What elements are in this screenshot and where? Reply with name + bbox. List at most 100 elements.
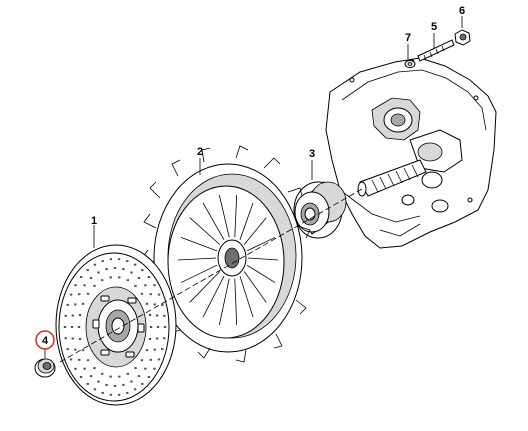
stud-bolt-icon bbox=[417, 39, 455, 62]
facing-rivet bbox=[161, 348, 164, 351]
facing-rivet bbox=[153, 367, 156, 370]
diaphragm-finger bbox=[177, 257, 217, 261]
facing-rivet bbox=[126, 260, 129, 263]
facing-rivet bbox=[78, 293, 81, 296]
facing-rivet bbox=[156, 337, 159, 340]
facing-rivet bbox=[93, 284, 96, 287]
callout-3: 3 bbox=[309, 148, 315, 160]
facing-rivet bbox=[64, 314, 67, 317]
facing-rivet bbox=[86, 382, 89, 385]
callout-6: 6 bbox=[459, 5, 465, 17]
transmission-housing bbox=[325, 57, 497, 249]
callout-5: 5 bbox=[431, 21, 437, 33]
facing-rivet bbox=[134, 284, 137, 287]
facing-rivet bbox=[70, 326, 74, 328]
facing-rivet bbox=[83, 367, 86, 370]
facing-rivet bbox=[69, 293, 73, 296]
facing-rivet bbox=[74, 303, 77, 306]
washer-icon bbox=[404, 60, 416, 68]
diaphragm-finger bbox=[243, 217, 267, 245]
diaphragm-finger bbox=[234, 278, 238, 326]
facing-rivet bbox=[163, 337, 166, 340]
facing-rivet bbox=[101, 372, 104, 375]
facing-rivet bbox=[122, 383, 125, 386]
diaphragm-finger bbox=[202, 202, 225, 241]
diaphragm-finger bbox=[246, 237, 276, 252]
facing-rivet bbox=[64, 337, 67, 340]
facing-rivet bbox=[156, 326, 160, 328]
facing-rivet bbox=[69, 358, 73, 361]
clutch-disc-icon bbox=[55, 244, 177, 406]
facing-rivet bbox=[141, 269, 144, 272]
facing-rivet bbox=[101, 260, 104, 263]
facing-rivet bbox=[161, 303, 164, 306]
facing-rivet bbox=[147, 276, 151, 278]
facing-rivet bbox=[149, 358, 152, 361]
diaphragm-finger bbox=[246, 264, 276, 283]
facing-rivet bbox=[109, 276, 112, 279]
facing-rivet bbox=[130, 271, 133, 274]
facing-rivet bbox=[83, 284, 86, 287]
facing-rivet bbox=[145, 349, 149, 352]
facing-rivet bbox=[78, 358, 81, 361]
facing-rivet bbox=[71, 314, 74, 317]
facing-rivet bbox=[93, 263, 97, 266]
release-bearing-icon bbox=[293, 181, 347, 239]
diaphragm-finger bbox=[180, 237, 218, 252]
facing-rivet bbox=[78, 314, 82, 316]
diaphragm-finger bbox=[218, 278, 230, 326]
facing-rivet bbox=[101, 391, 104, 394]
facing-rivet bbox=[71, 337, 74, 340]
diaphragm-finger bbox=[239, 202, 254, 240]
facing-rivet bbox=[137, 375, 141, 378]
facing-rivet bbox=[93, 367, 96, 370]
facing-rivet bbox=[86, 269, 89, 272]
facing-rivet bbox=[81, 302, 85, 305]
diaphragm-finger bbox=[247, 257, 279, 261]
diaphragm-finger bbox=[218, 194, 230, 238]
callout-1: 1 bbox=[91, 215, 97, 227]
facing-rivet bbox=[163, 314, 166, 317]
facing-rivet bbox=[130, 380, 133, 383]
facing-rivet bbox=[79, 376, 83, 378]
facing-rivet bbox=[118, 375, 121, 378]
facing-rivet bbox=[163, 326, 167, 328]
facing-rivet bbox=[89, 276, 93, 279]
facing-rivet bbox=[93, 388, 97, 391]
facing-rivet bbox=[153, 348, 156, 351]
facing-rivet bbox=[149, 293, 152, 296]
facing-rivet bbox=[122, 268, 125, 271]
facing-rivet bbox=[149, 326, 153, 328]
diaphragm-finger bbox=[234, 194, 238, 238]
facing-rivet bbox=[148, 314, 152, 316]
facing-rivet bbox=[126, 279, 129, 282]
facing-rivet bbox=[101, 279, 104, 282]
callout-7: 7 bbox=[405, 32, 411, 44]
facing-rivet bbox=[86, 292, 90, 295]
facing-rivet bbox=[157, 358, 161, 361]
facing-rivet bbox=[109, 375, 112, 378]
callout-4: 4 bbox=[42, 335, 49, 347]
facing-rivet bbox=[81, 349, 85, 352]
facing-rivet bbox=[77, 326, 81, 328]
facing-rivet bbox=[118, 276, 121, 279]
facing-rivet bbox=[66, 348, 69, 351]
pressure-plate-icon bbox=[141, 145, 311, 363]
highlight-circle bbox=[35, 330, 55, 350]
facing-rivet bbox=[153, 303, 156, 306]
diaphragm-finger bbox=[202, 276, 225, 318]
facing-rivet bbox=[148, 338, 152, 340]
facing-rivet bbox=[153, 284, 156, 287]
facing-rivet bbox=[89, 375, 93, 378]
facing-rivet bbox=[133, 263, 137, 266]
pilot-bearing-icon bbox=[34, 358, 56, 378]
facing-rivet bbox=[86, 359, 90, 362]
facing-rivet bbox=[157, 293, 161, 296]
facing-rivet bbox=[156, 314, 159, 317]
facing-rivet bbox=[126, 391, 129, 394]
facing-rivet bbox=[133, 388, 137, 391]
diaphragm-finger bbox=[243, 271, 267, 303]
facing-rivet bbox=[113, 385, 117, 387]
facing-rivet bbox=[140, 359, 144, 362]
